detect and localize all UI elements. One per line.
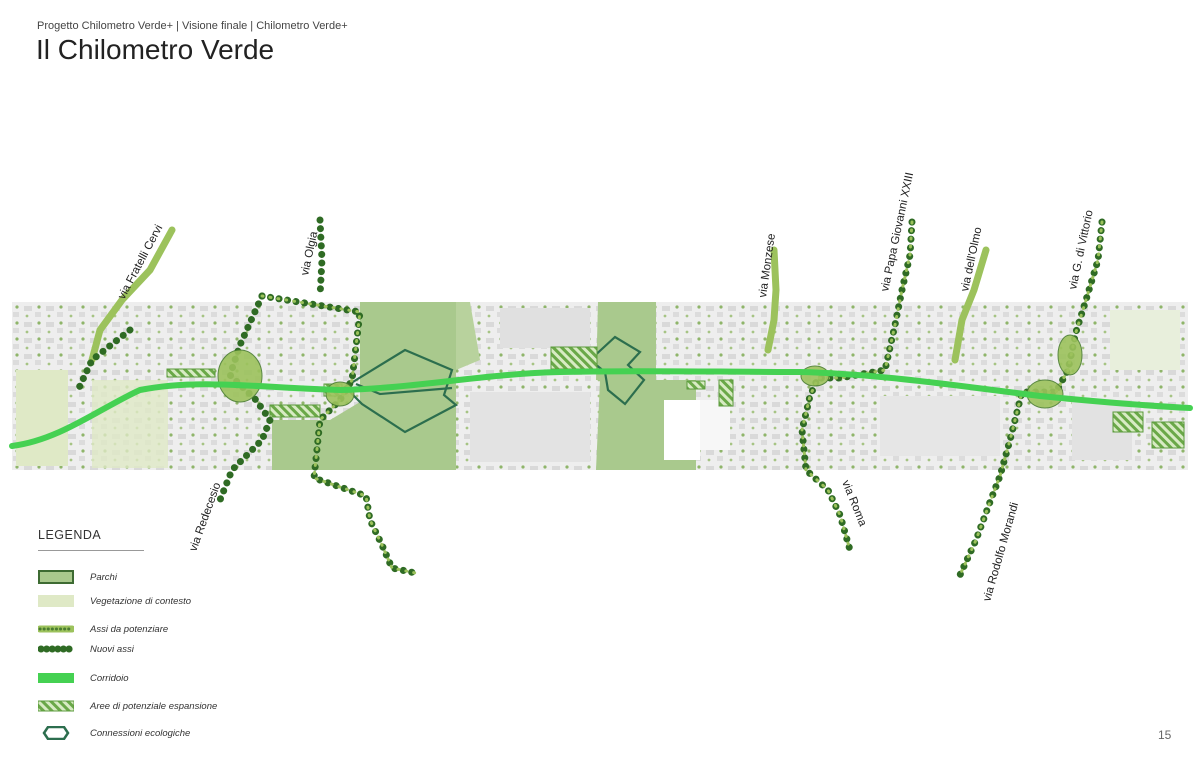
legend-item-connessioni: Connessioni ecologiche [38, 726, 190, 740]
legend-item-vegetazione: Vegetazione di contesto [38, 594, 191, 608]
axis-to-enhance-icon [38, 625, 74, 633]
context-vegetation-swatch-icon [38, 595, 74, 607]
legend-label: Aree di potenziale espansione [90, 700, 218, 712]
page-title: Il Chilometro Verde [36, 34, 275, 65]
legend-item-assi-da-potenziare: Assi da potenziare [38, 622, 168, 636]
expansion-areas [166, 346, 1185, 449]
legend-item-corridoio: Corridoio [38, 671, 129, 685]
legend-title: LEGENDA [38, 528, 102, 542]
corridor-path [9, 368, 1193, 449]
axes-to-enhance [88, 226, 990, 364]
expansion-area-icon [38, 700, 74, 712]
legend-divider [38, 550, 144, 551]
legend: LEGENDA Parchi Vegetazione di contesto A… [38, 528, 298, 740]
park-swatch-icon [38, 570, 74, 584]
legend-label: Connessioni ecologiche [90, 727, 191, 739]
legend-label: Nuovi assi [90, 643, 134, 655]
road-label-olgia: via Olgia [299, 230, 320, 277]
breadcrumb: Progetto Chilometro Verde+ | Visione fin… [37, 20, 348, 32]
legend-label: Corridoio [90, 672, 129, 684]
ecological-connection-icon [42, 726, 70, 740]
new-axis-icon [38, 645, 74, 653]
page-number: 15 [1158, 728, 1172, 742]
legend-label: Vegetazione di contesto [90, 595, 192, 607]
legend-item-nuovi-assi: Nuovi assi [38, 642, 134, 656]
legend-label: Assi da potenziare [90, 623, 169, 635]
corridor-icon [38, 673, 74, 683]
road-label-rodolfo-morandi: via Rodolfo Morandi [981, 501, 1021, 603]
legend-label: Parchi [90, 571, 117, 583]
legend-item-parchi: Parchi [38, 570, 117, 584]
intersection-nodes [217, 334, 1083, 409]
legend-item-aree-espansione: Aree di potenziale espansione [38, 699, 217, 713]
